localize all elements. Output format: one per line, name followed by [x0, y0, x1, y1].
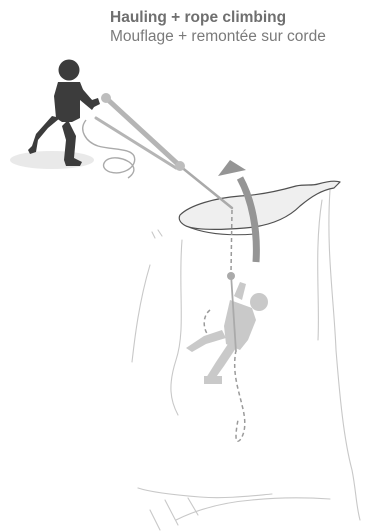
hauler-figure: [28, 60, 100, 167]
up-arrow-head: [218, 160, 246, 176]
bottom-pulley: [175, 161, 185, 171]
climber-foot: [204, 376, 222, 384]
cliff-left-outline: [152, 230, 162, 238]
ledge: [179, 181, 340, 235]
cliff-left-crack: [132, 265, 150, 362]
ledge-shape: [179, 181, 340, 229]
pulley-system: [96, 93, 232, 208]
climber-head: [250, 293, 268, 311]
hauler-ground-shadow: [10, 151, 94, 169]
rope-dashed-lower: [235, 350, 245, 441]
rock-face: [132, 190, 360, 530]
climber-body: [224, 300, 256, 350]
cliff-right-edge: [329, 190, 360, 520]
cliff-right-inner: [318, 200, 322, 340]
rope-anchor: [227, 272, 235, 280]
hauler-leg-back: [28, 116, 60, 154]
climber-arm: [234, 282, 246, 300]
hauler-arm-back: [78, 86, 100, 108]
cliff-base-left: [138, 488, 272, 498]
top-pulley: [101, 93, 111, 103]
cliff-left-edge: [171, 240, 182, 415]
hauler-helmet: [59, 60, 80, 81]
rope-dashed-upper: [231, 210, 232, 272]
climber-leg-b: [206, 344, 236, 380]
climber-figure: [186, 282, 268, 384]
rope-coil: [83, 120, 135, 178]
cliff-base-right: [176, 498, 330, 520]
